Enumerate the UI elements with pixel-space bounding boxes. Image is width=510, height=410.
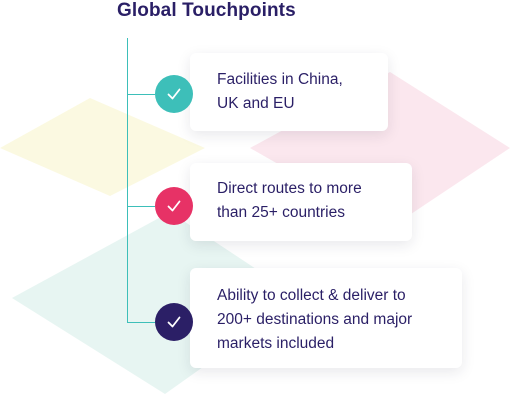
check-icon: [155, 75, 193, 113]
timeline-branch-2: [127, 206, 155, 207]
yellow-diamond-shape: [0, 98, 205, 196]
touchpoint-card-2: Direct routes to more than 25+ countries: [190, 163, 412, 241]
touchpoint-text-2: Direct routes to more than 25+ countries: [217, 180, 362, 221]
timeline-line: [127, 38, 128, 323]
timeline-branch-1: [127, 94, 155, 95]
check-icon: [155, 303, 193, 341]
touchpoint-card-3: Ability to collect & deliver to 200+ des…: [190, 268, 462, 368]
touchpoint-card-1: Facilities in China, UK and EU: [190, 53, 388, 131]
check-icon: [155, 187, 193, 225]
pink-diamond-shape: [250, 72, 510, 228]
timeline-branch-3: [127, 322, 155, 323]
page-title: Global Touchpoints: [117, 0, 296, 21]
touchpoint-text-3: Ability to collect & deliver to 200+ des…: [217, 287, 413, 352]
touchpoint-text-1: Facilities in China, UK and EU: [217, 71, 343, 112]
